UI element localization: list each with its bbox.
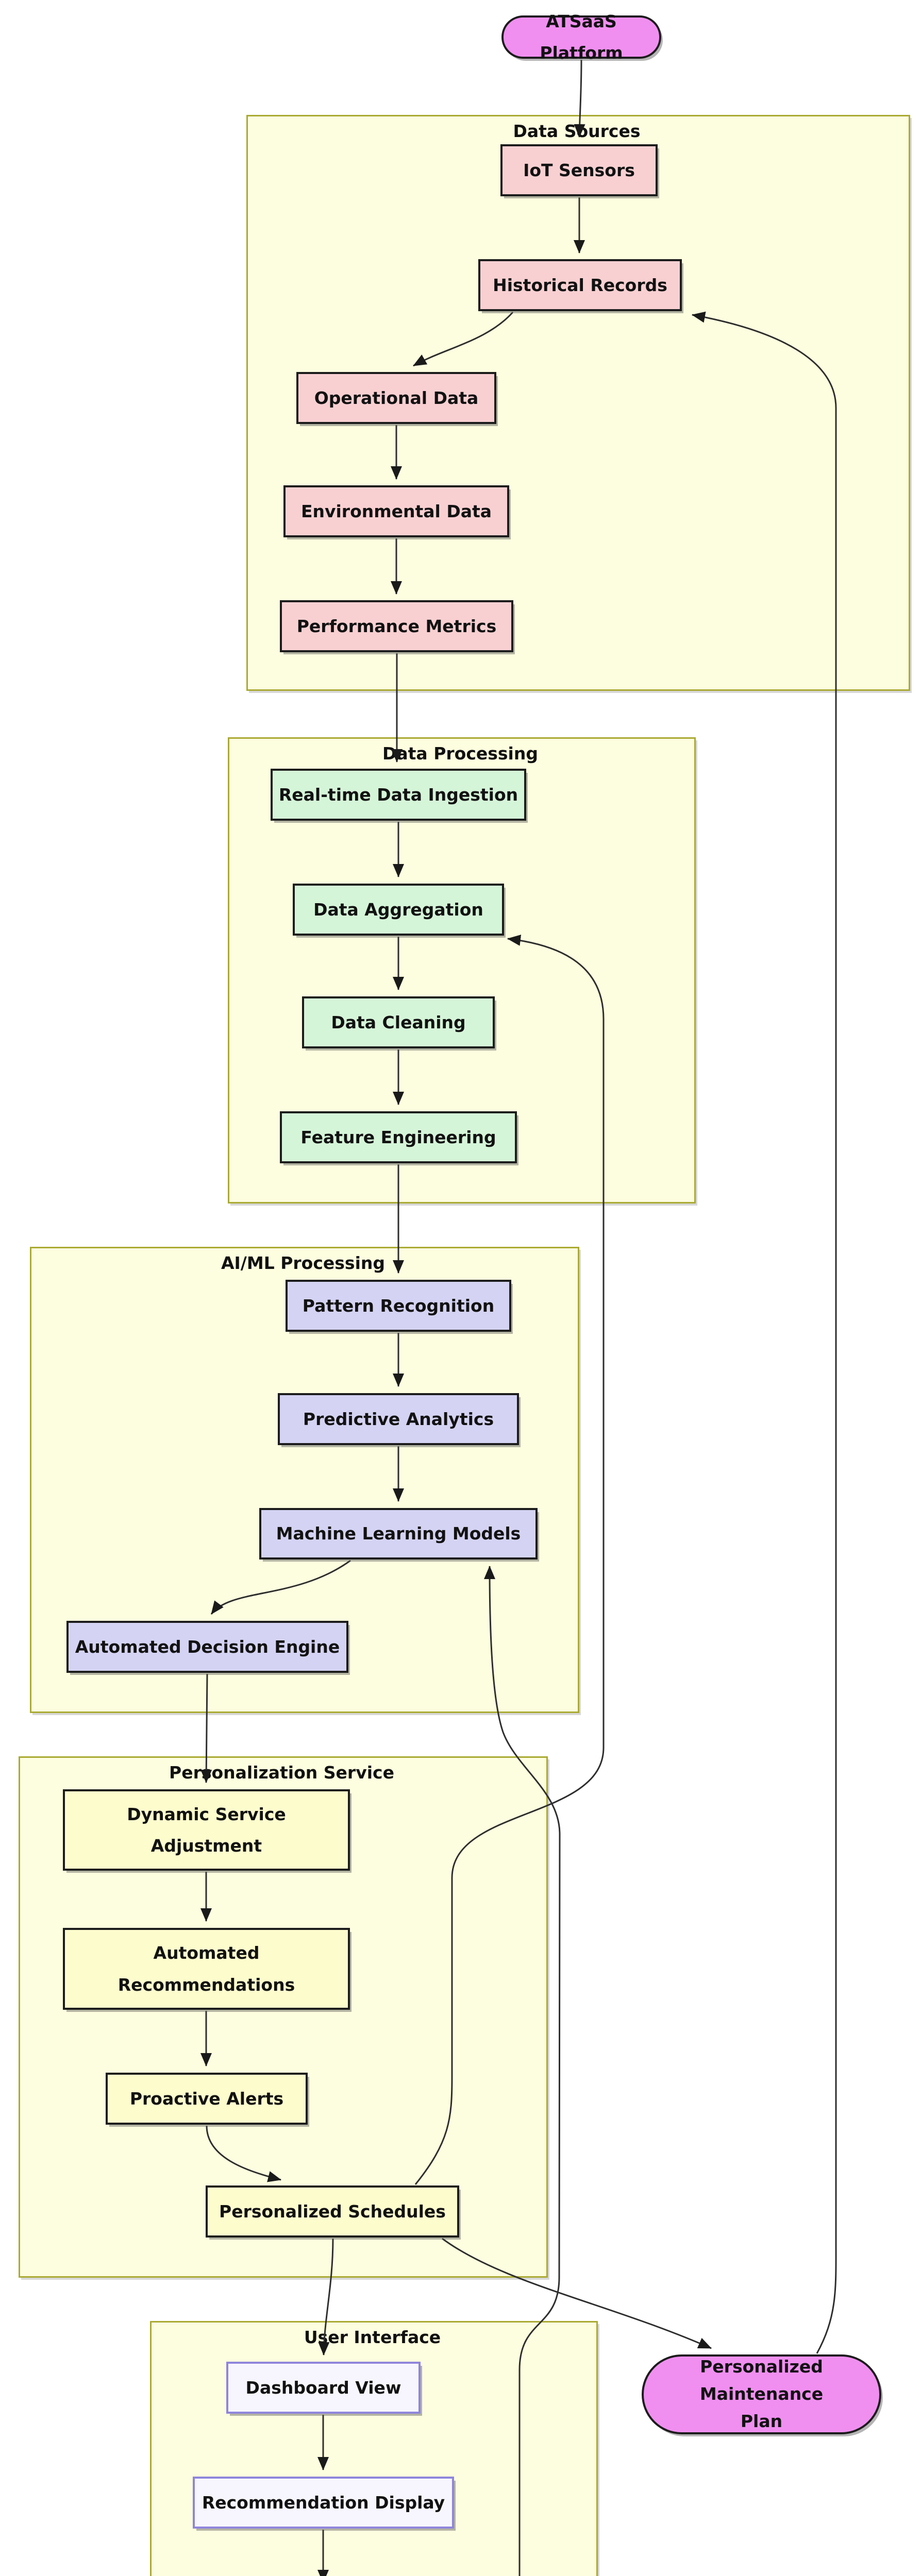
node-operational-data: Operational Data — [296, 372, 496, 424]
node-automated-decision-engine: Automated Decision Engine — [66, 1621, 348, 1673]
subgraph-user-interface — [150, 2321, 598, 2576]
node-data-aggregation: Data Aggregation — [293, 884, 504, 936]
node-machine-learning-models: Machine Learning Models — [259, 1508, 538, 1560]
node-proactive-alerts: Proactive Alerts — [106, 2073, 308, 2125]
node-environmental-data: Environmental Data — [283, 485, 509, 537]
node-predictive-analytics: Predictive Analytics — [278, 1393, 519, 1445]
node-historical-records: Historical Records — [478, 259, 682, 311]
subgraph-title-data-sources: Data Sources — [513, 121, 641, 141]
node-performance-metrics: Performance Metrics — [280, 600, 513, 652]
subgraph-title-data-processing: Data Processing — [382, 743, 538, 764]
subgraph-title-user-interface: User Interface — [304, 2327, 441, 2347]
node-personalized-schedules: Personalized Schedules — [206, 2185, 459, 2238]
node-recommendation-display: Recommendation Display — [193, 2477, 454, 2529]
node-atsaas-platform: ATSaaS Platform — [501, 11, 661, 63]
node-feature-engineering: Feature Engineering — [280, 1111, 517, 1163]
node-personalized-maintenance-plan: Personalized Maintenance Plan — [642, 2354, 881, 2434]
node-pattern-recognition: Pattern Recognition — [286, 1280, 511, 1332]
subgraph-title-aiml-processing: AI/ML Processing — [221, 1253, 385, 1273]
node-dynamic-service-adjustment: Dynamic Service Adjustment — [63, 1789, 350, 1871]
node-iot-sensors: IoT Sensors — [500, 144, 658, 196]
node-automated-recommendations: Automated Recommendations — [63, 1928, 350, 2010]
node-realtime-data-ingestion: Real-time Data Ingestion — [271, 769, 526, 821]
subgraph-title-personalization-service: Personalization Service — [169, 1762, 394, 1783]
node-data-cleaning: Data Cleaning — [302, 996, 495, 1048]
node-dashboard-view: Dashboard View — [226, 2362, 421, 2414]
